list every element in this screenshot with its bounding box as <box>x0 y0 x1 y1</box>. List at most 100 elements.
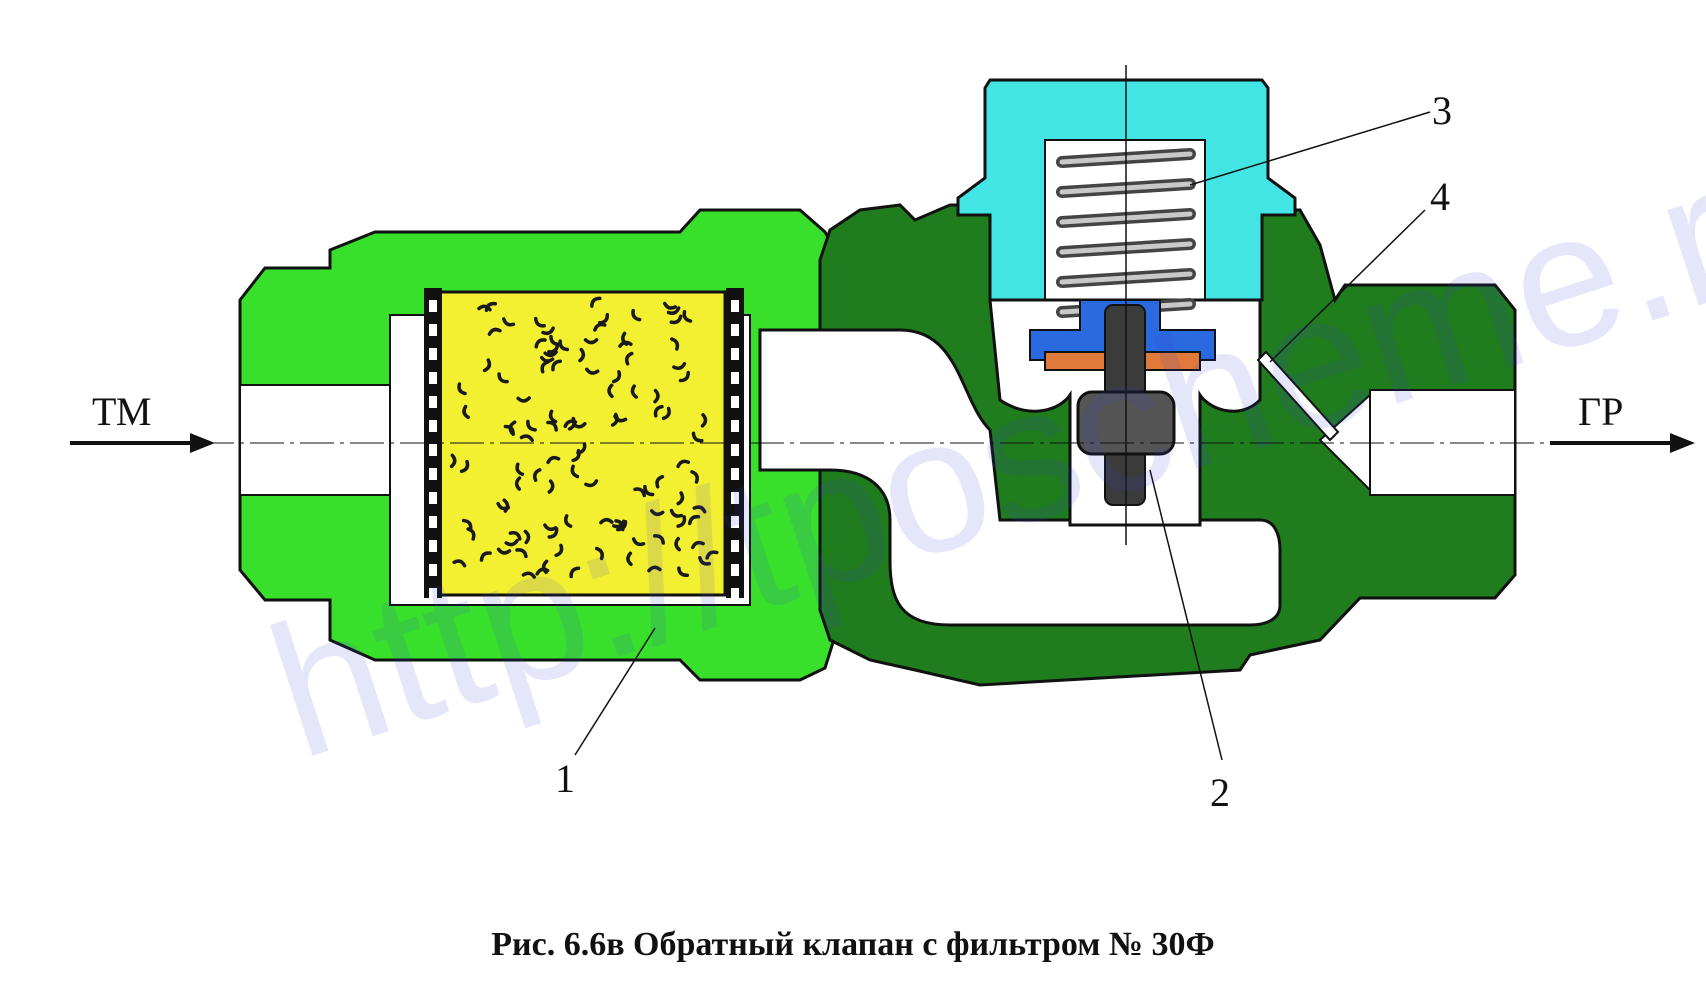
filter-fibre <box>653 404 664 418</box>
filter-fibre <box>700 413 708 428</box>
filter-fibre <box>616 519 628 532</box>
filter-fibre <box>661 406 671 421</box>
filter-fibre <box>687 514 701 526</box>
filter-fibre <box>496 547 512 555</box>
filter-fibre <box>633 487 647 498</box>
filter-fibre <box>477 304 492 312</box>
filter-fibre <box>482 358 492 373</box>
filter-fibre <box>569 566 581 579</box>
screen-hole <box>429 588 437 600</box>
filter-fibre <box>690 540 705 550</box>
filter-fibre <box>643 484 655 497</box>
leader-line-4 <box>1269 209 1426 363</box>
filter-fibre <box>521 571 537 579</box>
filter-fibre <box>676 459 691 469</box>
screen-hole <box>429 324 437 336</box>
filter-fibre <box>698 556 712 566</box>
screen-hole <box>429 492 437 504</box>
screen-hole <box>731 300 739 312</box>
filter-fibre <box>597 313 610 325</box>
filter-fibre <box>461 518 473 531</box>
filter-fibre <box>487 327 502 336</box>
screen-hole <box>731 324 739 336</box>
filter-fibre <box>653 388 660 404</box>
filter-fibre <box>674 536 682 552</box>
filter-fibre <box>572 422 587 429</box>
filter-fibre <box>612 519 626 529</box>
filter-fibre <box>547 479 555 494</box>
screen-hole <box>429 420 437 432</box>
callout-1: 1 <box>555 756 575 801</box>
filter-fibre <box>611 370 622 384</box>
filter-fibre <box>563 514 573 528</box>
filter-fibre <box>682 310 693 323</box>
inlet-arrow <box>70 433 215 453</box>
filter-fibre <box>547 527 559 539</box>
filter-fibre <box>532 468 542 482</box>
filter-fibre <box>691 431 704 443</box>
filter-fibre <box>669 314 683 325</box>
filter-fibre <box>655 474 665 489</box>
screen-hole <box>429 516 437 528</box>
screen-hole <box>731 540 739 552</box>
filter-fibre <box>548 409 558 424</box>
leader-line-3 <box>1189 111 1431 186</box>
filter-fibre <box>543 523 558 532</box>
filter-fibre <box>584 479 599 488</box>
filter-fibre <box>452 559 467 568</box>
filter-fibre <box>457 382 467 396</box>
screen-hole <box>429 348 437 360</box>
filter-fibre <box>502 498 510 513</box>
callout-4: 4 <box>1430 174 1450 219</box>
filter-fibre <box>502 317 516 327</box>
screen-hole <box>429 564 437 576</box>
figure-caption: Рис. 6.6в Обратный клапан с фильтром № 3… <box>491 926 1214 963</box>
filter-fibre <box>705 550 719 560</box>
filter-screen-right <box>726 288 744 600</box>
screen-hole <box>731 348 739 360</box>
filter-fibre <box>624 351 634 366</box>
filter-fibre <box>515 462 525 477</box>
filter-fibre <box>543 350 558 358</box>
filter-fibre <box>547 343 560 354</box>
filter-fibre <box>535 567 550 576</box>
filter-fibre <box>621 331 629 347</box>
screen-hole <box>731 492 739 504</box>
filter-fibre <box>570 464 580 479</box>
filter-fibre <box>677 566 690 578</box>
filter-fibre <box>590 296 602 308</box>
filter-fibre <box>676 515 687 528</box>
filter-fibre <box>558 339 570 352</box>
screen-hole <box>429 300 437 312</box>
screen-hole <box>731 396 739 408</box>
filter-fibre <box>610 412 619 427</box>
inlet-label: ТМ <box>92 389 151 434</box>
filter-fibre <box>462 404 470 420</box>
filter-fibre <box>515 548 528 559</box>
filter-fibre <box>551 359 562 372</box>
filter-fibre <box>647 565 662 573</box>
filter-fibre <box>459 459 470 474</box>
screen-hole <box>731 588 739 600</box>
filter-fibre <box>546 455 561 465</box>
filter-fibre <box>631 537 646 547</box>
screen-hole <box>429 468 437 480</box>
inlet-bore <box>239 384 401 496</box>
filter-fibre <box>649 509 665 517</box>
filter-fibre <box>690 470 700 484</box>
filter-fibre <box>504 538 519 547</box>
filter-fibre <box>692 505 707 514</box>
filter-fibre <box>508 531 522 541</box>
filter-fibre <box>503 424 515 436</box>
filter-fibre <box>449 453 457 469</box>
screen-hole <box>731 372 739 384</box>
filter-fibre <box>484 301 498 313</box>
outlet-label: ГР <box>1578 389 1623 434</box>
filter-fibre <box>630 384 638 399</box>
leader-line-1 <box>574 627 656 756</box>
filter-fibre <box>607 383 614 399</box>
screen-hole <box>429 396 437 408</box>
callout-2: 2 <box>1210 770 1230 815</box>
filter-fibre <box>672 362 687 371</box>
